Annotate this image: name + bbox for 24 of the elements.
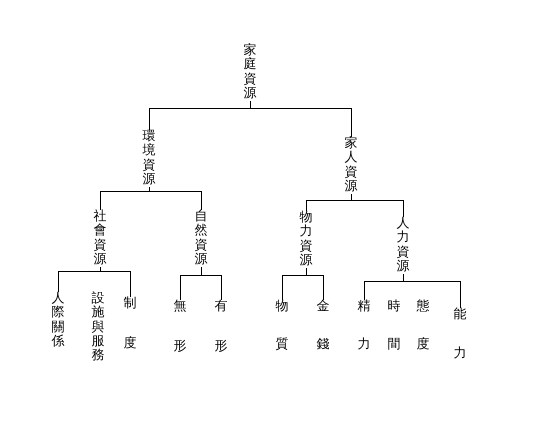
item-label: 能力 <box>454 308 466 362</box>
category-label: 家庭資源 <box>244 44 256 102</box>
item-label: 有形 <box>214 300 228 355</box>
category-label: 人力資源 <box>396 217 410 274</box>
connector-line <box>403 274 461 308</box>
item-label: 物質 <box>276 300 288 353</box>
item-label: 金錢 <box>316 300 330 353</box>
connector-line <box>306 268 324 300</box>
item-label: 設施與服務 <box>92 292 104 364</box>
category-label: 家人資源 <box>344 137 358 194</box>
connector-line <box>351 194 404 218</box>
item-label: 制度 <box>124 297 136 352</box>
item-label: 態度 <box>416 300 430 353</box>
connector-line <box>250 100 352 138</box>
category-label: 社會資源 <box>94 210 106 268</box>
item-label: 人際關係 <box>52 292 64 350</box>
connector-line <box>149 186 202 210</box>
category-label: 環境資源 <box>142 130 156 188</box>
item-label: 無形 <box>174 300 186 355</box>
category-label: 物力資源 <box>300 211 312 268</box>
category-label: 自然資源 <box>194 210 208 268</box>
item-label: 精力 <box>358 300 370 353</box>
item-label: 時間 <box>388 300 400 353</box>
connector-line <box>100 266 131 298</box>
